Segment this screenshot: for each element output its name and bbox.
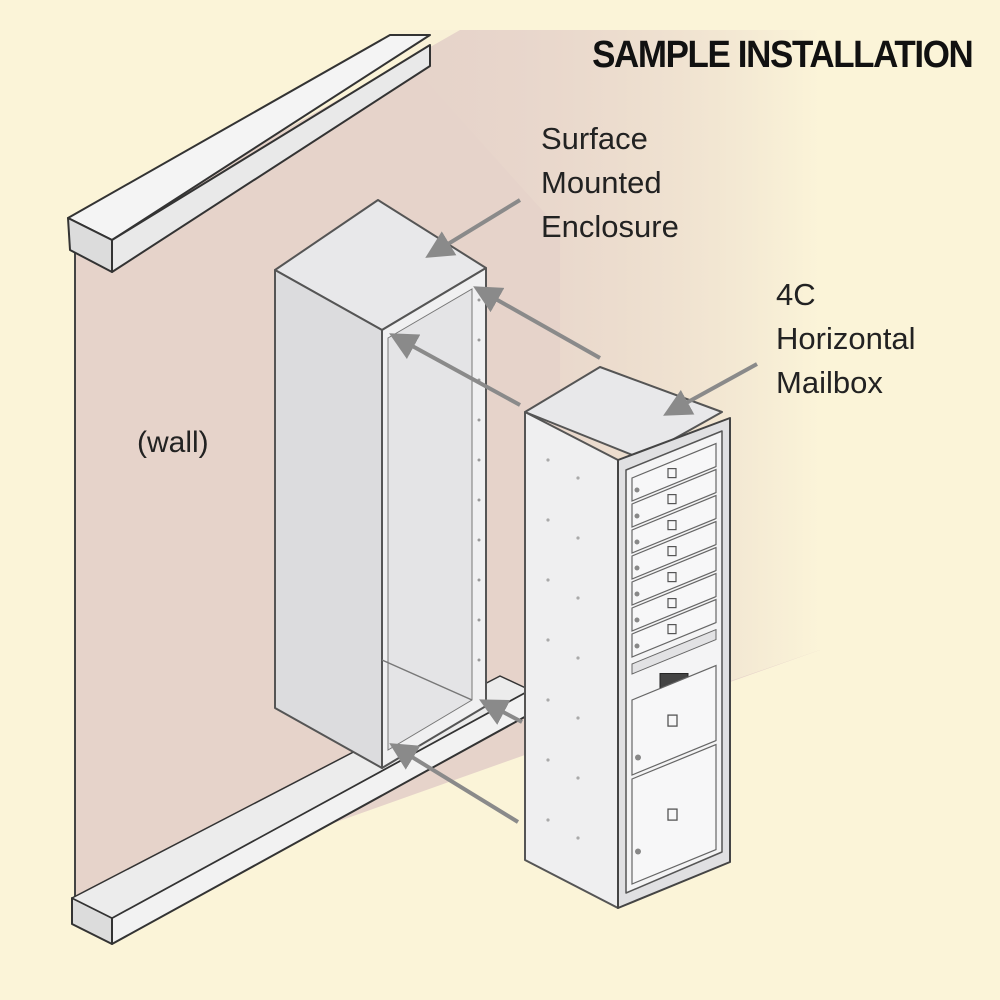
arrow-top-right <box>473 286 601 360</box>
lock-icon <box>634 591 640 597</box>
installation-arrows <box>389 198 758 824</box>
door-label-slot <box>667 545 677 557</box>
lock-icon <box>634 513 640 519</box>
pointer-mailbox <box>663 362 758 416</box>
label-surface-mounted-enclosure: Surface Mounted Enclosure <box>541 121 679 244</box>
arrow-bottom-right <box>479 699 523 725</box>
lock-icon <box>635 754 641 761</box>
lock-icon <box>634 539 640 545</box>
door-label-slot <box>667 808 678 821</box>
top-trim <box>67 34 431 273</box>
lock-icon <box>634 643 640 649</box>
outgoing-mail-slot <box>631 628 717 675</box>
mailbox-door <box>631 546 717 606</box>
door-label-slot <box>667 519 677 531</box>
arrow-top-left <box>389 333 521 407</box>
lock-icon <box>634 487 640 493</box>
diagram-title: SAMPLE INSTALLATION <box>591 34 974 76</box>
mailbox-door <box>631 494 717 554</box>
lock-icon <box>635 848 641 855</box>
door-label-slot <box>667 623 677 635</box>
parcel-locker-door <box>631 743 717 885</box>
mailbox-doors <box>631 442 717 885</box>
door-label-slot <box>667 714 678 727</box>
mailbox-door <box>631 442 717 502</box>
door-label-slot <box>667 597 677 609</box>
mailbox-door <box>631 598 717 658</box>
door-label-slot <box>667 468 677 479</box>
surface-mounted-enclosure <box>274 199 487 769</box>
mailbox-door <box>631 468 717 528</box>
pointer-enclosure <box>425 198 522 258</box>
arrow-bottom-left <box>389 743 520 824</box>
mailbox-door <box>631 572 717 632</box>
label-horizontal-mailbox: 4C Horizontal Mailbox <box>776 277 916 400</box>
lock-icon <box>634 617 640 623</box>
label-wall: (wall) <box>137 426 209 459</box>
door-label-slot <box>667 494 677 505</box>
mailbox-door <box>631 520 717 580</box>
door-label-slot <box>667 571 677 583</box>
parcel-locker-door <box>631 664 717 776</box>
lock-icon <box>634 565 640 571</box>
